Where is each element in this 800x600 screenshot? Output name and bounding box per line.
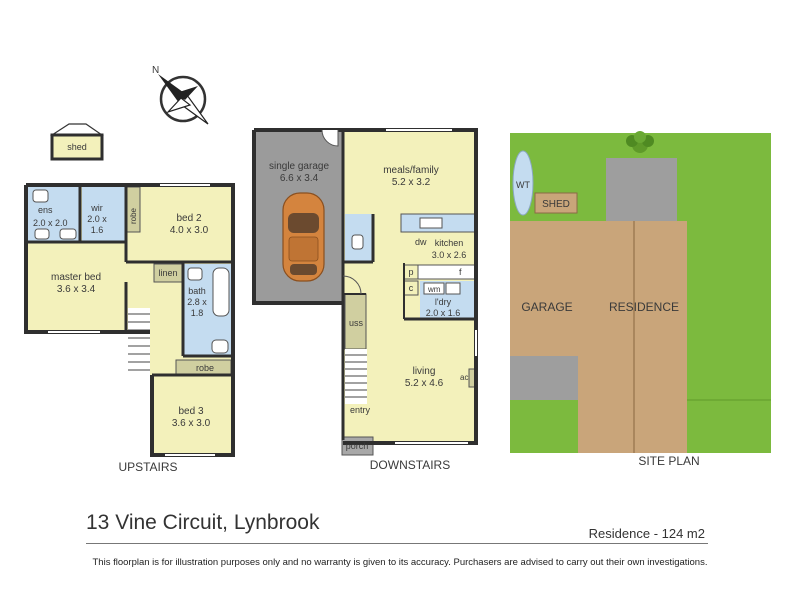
garage-dims: 6.6 x 3.4 [280,173,319,184]
bed2-name: bed 2 [176,213,201,224]
laundry-tub-icon [445,282,461,295]
fridge-label: f [459,267,462,277]
kitchen-appliance-bench [417,264,477,280]
powder-toilet-icon [351,234,364,250]
wir-dims-a: 2.0 x [87,214,107,224]
air-conditioner-label: ac [460,373,468,382]
downstairs-stairwell [345,349,367,404]
downstairs-plan: single garage 6.6 x 3.4 meals/family 5.2… [252,128,478,472]
robe-bed3-label: robe [196,363,214,373]
bed3-dims: 3.6 x 3.0 [172,418,211,429]
ensuite-toilet-icon [32,189,49,203]
downstairs-title: DOWNSTAIRS [370,458,450,472]
bath-dims-a: 2.8 x [187,297,207,307]
water-tank-label: WT [516,180,530,190]
master-bed-dims: 3.6 x 3.4 [57,284,96,295]
wir-name: wir [90,203,103,213]
meals-family-dims: 5.2 x 3.2 [392,177,431,188]
bathroom-toilet-icon [211,339,229,354]
door-swing [342,275,362,295]
shed-label: shed [67,142,87,152]
compass-needle-east [176,86,198,100]
upstairs-plan: shed [24,123,235,474]
garage-door-swing [321,129,339,147]
site-plan: WT SHED GARAGE RESIDENCE SITE PLAN [510,131,771,468]
site-paving [510,356,578,400]
site-building [510,221,687,453]
kitchen-sink-icon [419,217,443,229]
ensuite-name: ens [38,205,53,215]
disclaimer-text: This floorplan is for illustration purpo… [92,557,708,568]
ensuite-shower-icon [59,228,77,240]
water-tank-icon [512,150,534,216]
ensuite-dims: 2.0 x 2.0 [33,218,68,228]
washing-machine-label: wm [427,285,441,294]
upstairs-title: UPSTAIRS [118,460,177,474]
upstairs-shed: shed [49,123,104,161]
dishwasher-label: dw [415,237,427,247]
under-stair-label: uss [349,318,364,328]
footer-divider [86,543,708,544]
site-driveway [606,158,677,221]
compass-needle-west [166,97,192,114]
living-dims: 5.2 x 4.6 [405,378,444,389]
site-shed [534,192,578,214]
tree-icon [626,131,654,153]
bathroom-basin-icon [187,267,203,281]
robe-bed2-label: robe [129,207,138,224]
wir-floor [82,187,125,242]
kitchen-name: kitchen [435,238,464,248]
linen-label: linen [158,268,177,278]
residence-size: Residence - 124 m2 [588,526,705,541]
pantry-label: p [408,267,413,277]
bath-dims-b: 1.8 [191,308,204,318]
porch-label: porch [346,441,369,451]
bed3-name: bed 3 [178,406,203,417]
garage-name: single garage [269,161,329,172]
bed2-dims: 4.0 x 3.0 [170,225,209,236]
living-name: living [413,366,436,377]
kitchen-dims: 3.0 x 2.6 [432,250,467,260]
wir-dims-b: 1.6 [91,225,104,235]
compass-north-label: N [152,65,159,76]
laundry-dims: 2.0 x 1.6 [426,308,461,318]
property-address: 13 Vine Circuit, Lynbrook [86,511,320,534]
site-residence-label: RESIDENCE [609,300,679,314]
site-garage-label: GARAGE [521,300,572,314]
site-plan-title: SITE PLAN [638,454,699,468]
entry-label: entry [350,405,371,415]
ensuite-basin-icon [34,228,50,240]
site-shed-label: SHED [542,199,570,210]
car-icon [282,192,325,282]
upstairs-stairwell [128,308,150,372]
washing-machine-icon [423,282,445,295]
laundry-name: l'dry [435,297,452,307]
compass: N [152,65,209,125]
cupboard-label: c [409,283,414,293]
meals-family-name: meals/family [383,165,439,176]
master-bed-name: master bed [51,272,101,283]
bath-name: bath [188,286,206,296]
bathtub-icon [212,267,230,317]
